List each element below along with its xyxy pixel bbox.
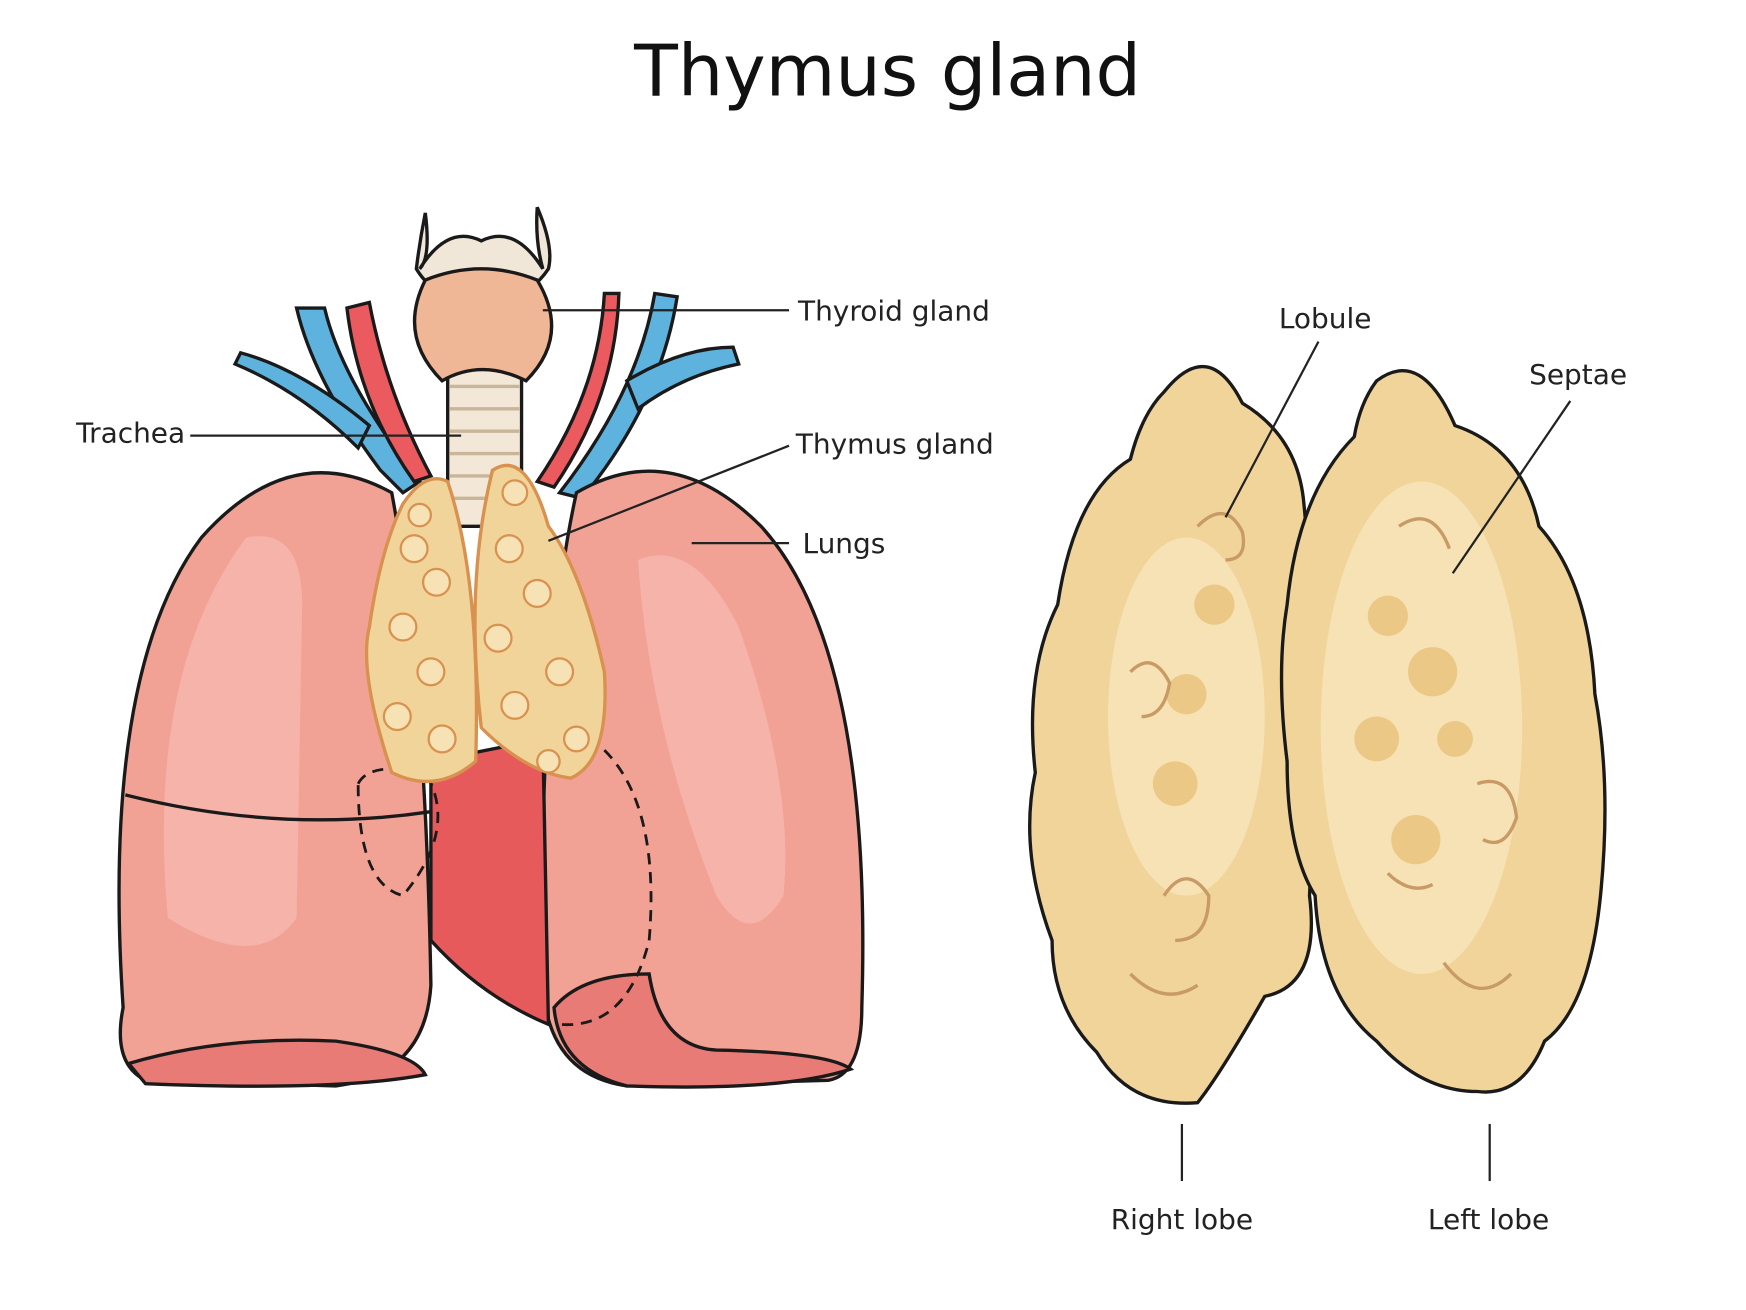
thyroid-gland <box>412 267 554 383</box>
right-artery <box>534 291 621 490</box>
label-right-lobe: Right lobe <box>1111 1203 1253 1236</box>
left-lung-base <box>552 972 855 1089</box>
diagram-title: Thymus gland <box>633 29 1141 112</box>
label-thyroid-gland: Thyroid gland <box>797 294 990 327</box>
septae-lines <box>1129 511 1519 996</box>
thymus-detail-illustration <box>1028 365 1607 1105</box>
right-vein-branch <box>624 345 741 412</box>
left-lung-highlight <box>637 555 786 924</box>
label-lungs: Lungs <box>802 527 885 560</box>
right-lung-highlight <box>163 536 303 946</box>
lobule-highlights <box>1108 481 1523 974</box>
leader-lines <box>190 309 1572 1182</box>
heart <box>429 736 551 1027</box>
label-left-lobe: Left lobe <box>1428 1203 1549 1236</box>
left-vein-branch <box>232 350 372 451</box>
label-thymus-gland: Thymus gland <box>795 428 994 461</box>
left-vein <box>294 306 423 495</box>
right-lung-base <box>125 1038 428 1088</box>
label-lobule: Lobule <box>1279 302 1372 335</box>
label-trachea: Trachea <box>75 416 185 449</box>
lobule-spots <box>1152 584 1473 865</box>
label-septae: Septae <box>1529 358 1627 391</box>
thymus-lobules <box>382 479 590 774</box>
lung-fissure <box>124 793 432 822</box>
chest-anatomy-illustration <box>117 206 865 1089</box>
dashed-heart-outline-right <box>559 749 653 1027</box>
